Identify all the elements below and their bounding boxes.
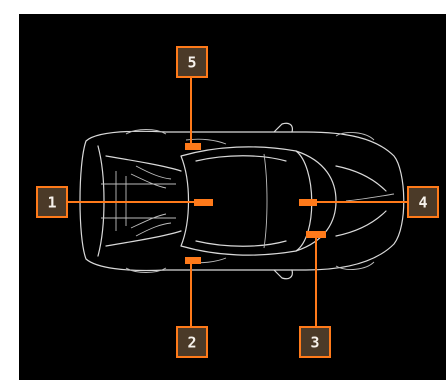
callout-3: 3 [299,326,331,358]
callout-2: 2 [176,326,208,358]
callout-3-label: 3 [310,334,319,352]
callout-1-label: 1 [47,194,56,212]
marker-3 [306,231,326,238]
callout-4: 4 [407,186,439,218]
marker-4 [299,199,317,206]
callout-5: 5 [176,46,208,78]
leader-lines [68,78,408,326]
callout-2-label: 2 [187,334,196,352]
marker-2 [185,257,201,264]
callout-1: 1 [36,186,68,218]
marker-points [185,143,326,264]
callout-4-label: 4 [418,194,427,212]
car-outline [79,122,405,280]
marker-5 [185,143,201,150]
callout-5-label: 5 [187,54,196,72]
diagram-panel: 1 2 3 4 5 [19,14,446,380]
car-top-view-diagram: 1 2 3 4 5 [36,46,439,358]
marker-1 [194,199,213,206]
